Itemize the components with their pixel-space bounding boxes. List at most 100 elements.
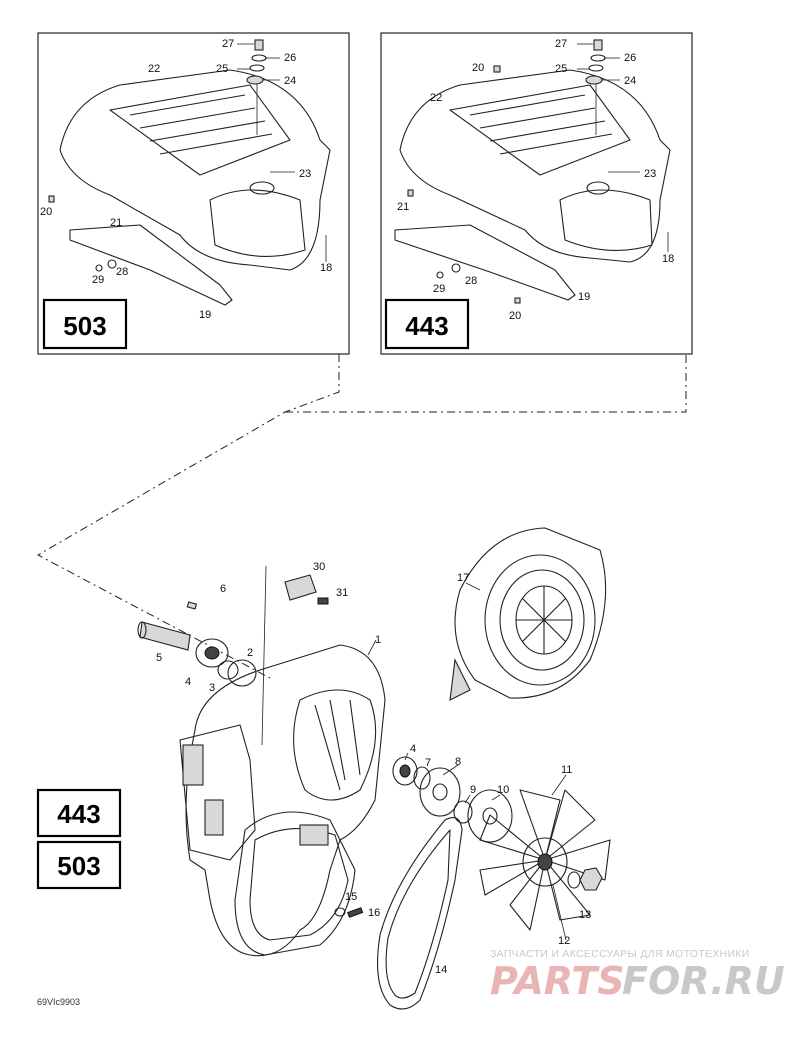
drawing-code: 69VIc9903	[37, 997, 80, 1007]
callout-6: 6	[220, 583, 226, 595]
callout-4: 4	[410, 743, 416, 755]
screw-20b-443	[514, 297, 521, 304]
pulley-half-10-hub	[482, 807, 498, 825]
fan-blade	[519, 789, 561, 861]
cylinder-cowl-443	[399, 69, 671, 263]
washer-25-443	[588, 64, 604, 72]
seal-2	[227, 659, 257, 687]
washer-28-503	[107, 259, 117, 269]
callout-23: 23	[644, 168, 656, 180]
fan-blade	[544, 859, 591, 921]
fan-guard-shroud	[454, 527, 607, 699]
callout-17: 17	[457, 572, 469, 584]
callout-1: 1	[375, 634, 381, 646]
callout-18: 18	[662, 253, 674, 265]
panel-443-engine-cover: 27 26 25 24 20 22 23 21 29 28 18 19 20 4…	[380, 32, 693, 355]
bolt-27-443	[593, 39, 603, 51]
main-assembly: 30 31 6 5 2 3 4 1 17 4 7 8 9 10 11 15 16…	[137, 527, 611, 1010]
key-6	[186, 601, 198, 610]
callout-2: 2	[247, 647, 253, 659]
fan-guard-foot	[449, 658, 471, 701]
fan-housing-lower-inner	[249, 828, 349, 941]
v-belt-14	[377, 817, 463, 1010]
bearing-lower-bore	[399, 764, 411, 778]
air-deflector-503	[69, 224, 233, 306]
callout-29: 29	[92, 274, 104, 286]
callout-13: 13	[579, 909, 591, 921]
fan-blade	[544, 789, 596, 861]
panel-443-frame	[380, 32, 693, 355]
callout-27: 27	[222, 38, 234, 50]
shim-9	[453, 800, 473, 824]
shaft-end	[137, 621, 147, 639]
callout-19: 19	[199, 309, 211, 321]
callout-11: 11	[561, 764, 572, 776]
fan-blade	[509, 859, 546, 931]
callout-5: 5	[156, 652, 162, 664]
callout-24: 24	[284, 75, 296, 87]
callout-3: 3	[209, 682, 215, 694]
callout-28: 28	[465, 275, 477, 287]
nut-13	[579, 867, 603, 891]
callout-8: 8	[455, 756, 461, 768]
fan-blade	[544, 839, 611, 881]
watermark: ЗАПЧАСТИ И АКСЕССУАРЫ ДЛЯ МОТОТЕХНИКИ PA…	[490, 948, 785, 1003]
callout-9: 9	[470, 784, 476, 796]
washer-25-503	[249, 64, 265, 72]
washer-13	[567, 871, 581, 889]
assembly-connector-line	[36, 354, 687, 679]
cooling-fan-11	[479, 789, 611, 931]
model-box-503	[36, 840, 122, 890]
housing-mounting-flange	[179, 724, 256, 861]
model-box-443-top	[384, 298, 470, 350]
pulley-half-8-hub	[432, 783, 448, 801]
grommet-24-503	[246, 75, 264, 85]
fan-guard-17	[449, 527, 607, 701]
fan-shaft	[139, 621, 191, 651]
callout-20: 20	[40, 206, 52, 218]
cylinder-cowl-503	[59, 69, 331, 271]
fan-blade	[479, 859, 546, 896]
bearing-upper-bore	[204, 646, 220, 660]
callout-7: 7	[425, 757, 431, 769]
housing-ribs	[314, 699, 361, 791]
screw-20a-443	[493, 65, 501, 73]
fan-guard-ring-outer	[484, 554, 596, 686]
callout-15: 15	[345, 891, 357, 903]
cowl-fin-lines-503	[129, 94, 273, 155]
fan-hub-bore	[537, 853, 553, 871]
fan-housing-lower	[234, 811, 356, 956]
callout-16: 16	[368, 907, 380, 919]
cowl-hole-503	[249, 181, 275, 195]
panel-503-frame	[37, 32, 350, 355]
cowl-top-fins-443	[449, 84, 631, 176]
callout-20: 20	[472, 62, 484, 74]
cowl-top-fins-503	[109, 84, 291, 176]
cowl-side-503	[209, 189, 306, 257]
model-label-443-top: 443	[405, 311, 448, 341]
fan-housing	[185, 644, 386, 957]
screw-20-503	[48, 195, 55, 203]
bearing-upper	[195, 638, 229, 668]
bearing-lower	[392, 756, 418, 786]
screw-20c-443	[407, 189, 414, 197]
fan-blade	[479, 814, 546, 861]
callout-14: 14	[435, 964, 447, 976]
watermark-brand-parts: PARTS	[490, 959, 625, 1003]
callout-12: 12	[558, 935, 570, 947]
panel-503-engine-cover: 27 26 25 24 22 23 20 21 29 28 18 19 503	[37, 32, 350, 355]
screw-29-443	[436, 271, 444, 279]
pulley-half-8	[419, 767, 461, 817]
cowl-side-443	[559, 189, 653, 251]
callout-22: 22	[430, 92, 442, 104]
watermark-brand-for: FOR.RU	[622, 959, 785, 1003]
spacer-7	[413, 766, 431, 790]
flange-block-upper	[182, 744, 204, 786]
callout-18: 18	[320, 262, 332, 274]
bolt-16	[347, 907, 364, 918]
model-label-443: 443	[57, 799, 100, 829]
cowl-hole-443	[586, 181, 610, 195]
grommet-24-443	[585, 75, 603, 85]
callout-22: 22	[148, 63, 160, 75]
